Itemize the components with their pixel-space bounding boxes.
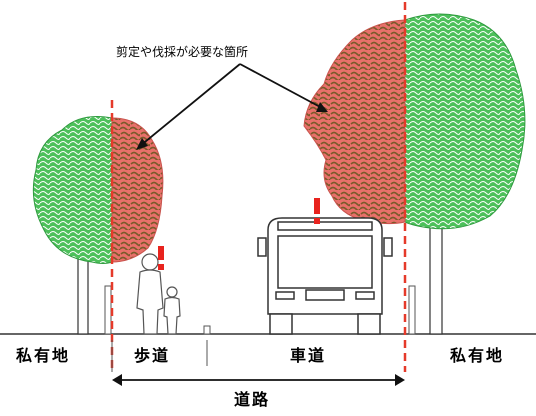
road-label: 道路 bbox=[234, 390, 271, 409]
pedestrians bbox=[136, 253, 181, 335]
right-tree-canopy bbox=[404, 13, 526, 230]
zone-label-sidewalk: 歩道 bbox=[134, 346, 171, 365]
callout-arrow-left bbox=[139, 63, 241, 147]
left-fence bbox=[104, 285, 112, 335]
zone-label-roadway: 車道 bbox=[290, 346, 327, 365]
curb-post bbox=[203, 325, 211, 335]
bus bbox=[257, 217, 393, 335]
left-tree-prune-area bbox=[111, 117, 164, 263]
warning-exclamation-icon bbox=[314, 198, 320, 224]
callout-label: 剪定や伐採が必要な箇所 bbox=[116, 45, 249, 59]
callout-arrow-right bbox=[239, 63, 323, 109]
right-tree-trunk bbox=[429, 221, 443, 335]
callout-arrowhead-right bbox=[316, 102, 328, 112]
road-arrowhead-left bbox=[112, 374, 122, 386]
right-tree-prune-area bbox=[303, 19, 406, 225]
warning-exclamation-icon bbox=[158, 246, 164, 270]
zone-label-private-right: 私有地 bbox=[450, 346, 505, 365]
left-tree-trunk bbox=[77, 249, 89, 335]
road-arrowhead-right bbox=[395, 374, 405, 386]
left-tree-canopy bbox=[32, 116, 113, 264]
callout-arrowhead-left bbox=[136, 138, 148, 150]
zone-label-private-left: 私有地 bbox=[16, 346, 71, 365]
right-fence bbox=[408, 285, 416, 335]
